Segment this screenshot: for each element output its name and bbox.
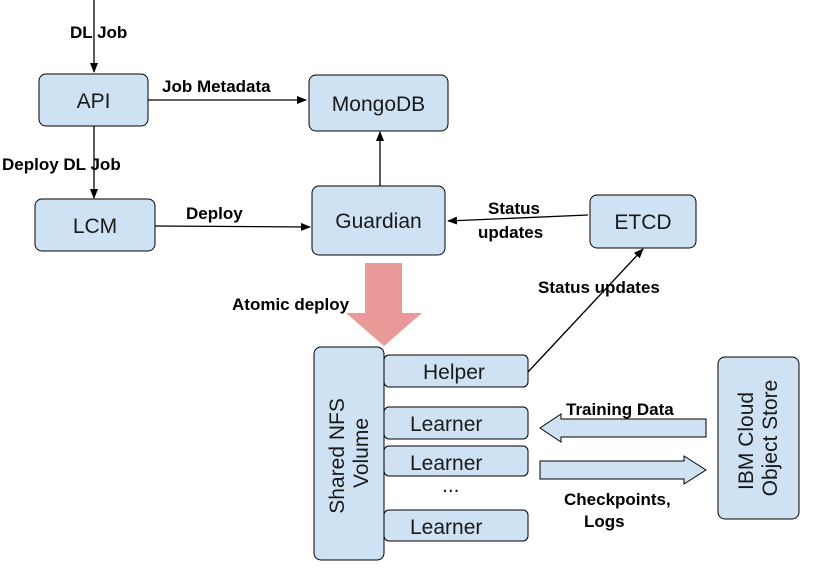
guardian-node: Guardian bbox=[311, 185, 446, 256]
ibm-cloud-label-line-2: Object Store bbox=[759, 380, 782, 497]
learner-node-2: Learner bbox=[383, 445, 529, 477]
job-metadata-label: Job Metadata bbox=[162, 77, 271, 96]
guardian-label: Guardian bbox=[335, 210, 421, 233]
learner-label-2: Learner bbox=[410, 452, 482, 475]
learner-label-3: Learner bbox=[410, 516, 482, 539]
etcd-to-guardian-edge bbox=[447, 214, 589, 225]
etcd-status-label-line-1: Status bbox=[488, 199, 540, 218]
deploy-label: Deploy bbox=[186, 204, 243, 223]
shared-nfs-label-line-1: Shared NFS bbox=[326, 398, 349, 514]
dl-job-label: DL Job bbox=[70, 23, 127, 42]
training-data-arrow bbox=[539, 413, 707, 443]
helper-node: Helper bbox=[383, 354, 529, 388]
shared-nfs-label-line-2: Volume bbox=[350, 418, 373, 488]
checkpoints-label-line-1: Checkpoints, bbox=[564, 490, 671, 509]
training-data-label: Training Data bbox=[566, 400, 674, 419]
checkpoints-label-line-2: Logs bbox=[584, 512, 625, 531]
shared-nfs-label: Shared NFS Volume bbox=[326, 392, 373, 513]
learner-label-1: Learner bbox=[410, 413, 482, 436]
checkpoints-arrow bbox=[539, 455, 707, 485]
deploy-edge bbox=[154, 222, 311, 231]
deploy-dl-job-label: Deploy DL Job bbox=[2, 155, 121, 174]
shared-nfs-node: Shared NFS Volume bbox=[313, 346, 385, 561]
helper-status-label: Status updates bbox=[538, 278, 660, 297]
api-node: API bbox=[38, 73, 149, 127]
helper-label: Helper bbox=[423, 361, 485, 384]
atomic-deploy-label: Atomic deploy bbox=[232, 295, 350, 314]
lcm-node: LCM bbox=[34, 198, 156, 252]
learner-node-3: Learner bbox=[383, 509, 529, 542]
learner-node-1: Learner bbox=[383, 406, 529, 440]
mongodb-node: MongoDB bbox=[308, 74, 449, 132]
helper-to-etcd-edge bbox=[527, 248, 644, 373]
etcd-label: ETCD bbox=[614, 211, 671, 234]
api-label: API bbox=[77, 90, 111, 113]
etcd-status-label-line-2: updates bbox=[478, 223, 543, 242]
ibm-cloud-label: IBM Cloud Object Store bbox=[735, 380, 782, 497]
atomic-deploy-arrow bbox=[346, 263, 422, 346]
lcm-label: LCM bbox=[73, 215, 117, 238]
mongodb-label: MongoDB bbox=[332, 93, 425, 116]
learner-ellipsis: ... bbox=[442, 474, 460, 497]
ibm-cloud-label-line-1: IBM Cloud bbox=[735, 392, 758, 490]
ibm-cloud-node: IBM Cloud Object Store bbox=[717, 356, 800, 520]
etcd-node: ETCD bbox=[589, 194, 697, 249]
